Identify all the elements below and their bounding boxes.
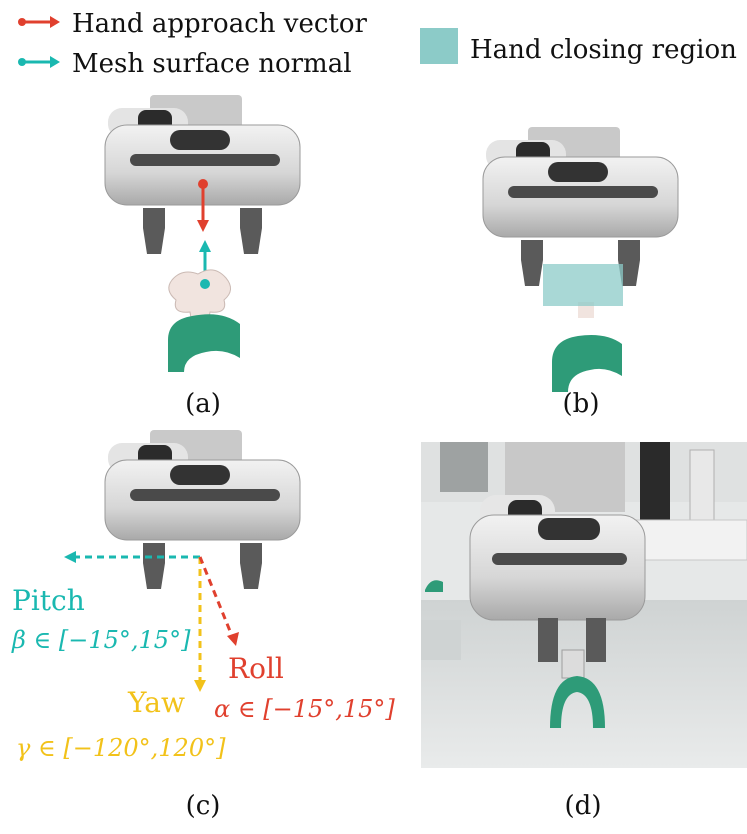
- pitch-arrowhead: [64, 551, 76, 563]
- panel-label-c: (c): [186, 791, 221, 821]
- panel-b: (b): [482, 126, 679, 419]
- panel-label-a: (a): [185, 389, 221, 419]
- panel-label-d: (d): [565, 791, 602, 821]
- panel-a: (a): [104, 94, 301, 419]
- object-d: [550, 676, 605, 728]
- roll-arrowhead: [227, 632, 239, 646]
- panel-label-b: (b): [563, 389, 600, 419]
- yaw-arrowhead: [194, 680, 206, 692]
- legend-normal: Mesh surface normal: [18, 49, 352, 79]
- object-b: [552, 302, 622, 392]
- legend-approach: Hand approach vector: [18, 9, 368, 39]
- legend-approach-label: Hand approach vector: [72, 9, 368, 39]
- legend-normal-label: Mesh surface normal: [72, 49, 352, 79]
- approach-origin: [198, 179, 208, 189]
- roll-axis: [198, 556, 234, 637]
- pitch-label: Pitch: [12, 584, 85, 617]
- object-a: [168, 269, 240, 372]
- pitch-range: β ∈ [−15°,15°]: [11, 626, 191, 654]
- legend-region: Hand closing region: [420, 28, 737, 65]
- yaw-label: Yaw: [127, 686, 185, 719]
- approach-arrowhead: [197, 220, 209, 232]
- gripper-b: [482, 126, 679, 287]
- panel-c: Pitch β ∈ [−15°,15°] Roll α ∈ [−15°,15°]…: [11, 429, 395, 821]
- background-robot: [440, 442, 488, 492]
- roll-range: α ∈ [−15°,15°]: [214, 695, 395, 723]
- panel-d: (d): [421, 442, 747, 821]
- yaw-range: γ ∈ [−120°,120°]: [16, 734, 226, 762]
- roll-label: Roll: [228, 652, 284, 685]
- legend-region-label: Hand closing region: [470, 35, 737, 65]
- normal-arrowhead: [199, 240, 211, 252]
- closing-region: [543, 264, 623, 306]
- gripper-c: [104, 429, 301, 590]
